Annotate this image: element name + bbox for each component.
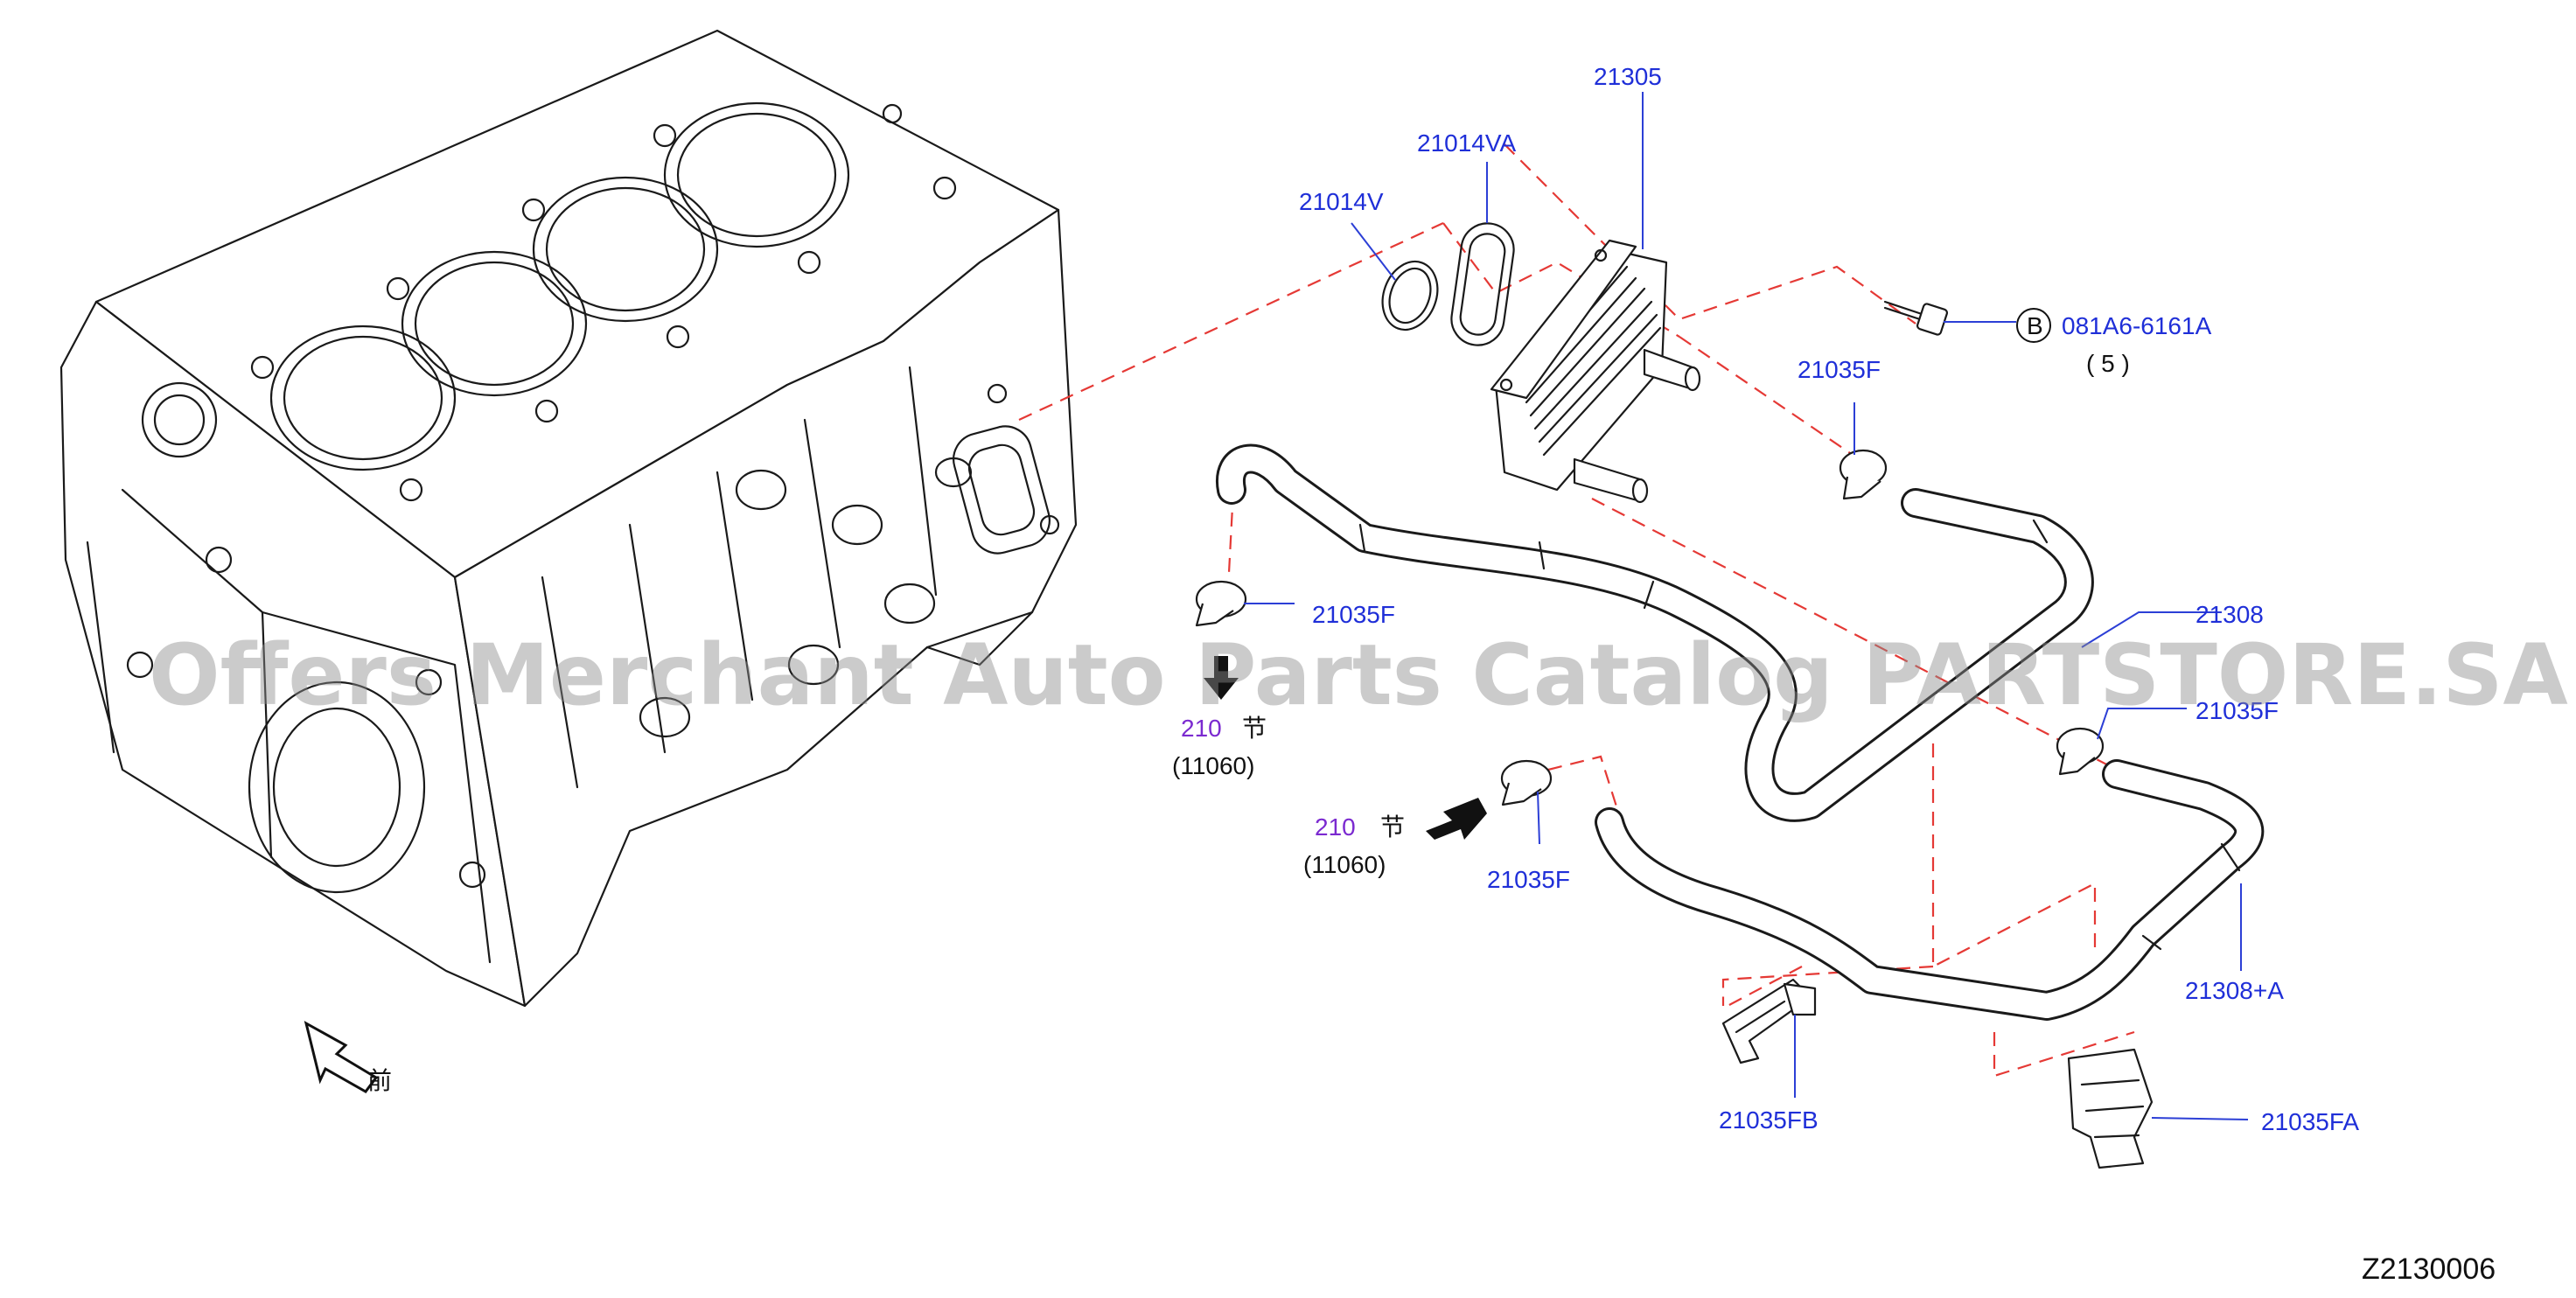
bolt-drawing: [1883, 300, 1949, 336]
front-label: 前: [367, 1067, 392, 1094]
callout-leaders: [1244, 92, 2249, 1120]
ref1-number: 210: [1181, 715, 1222, 742]
o-ring-21014v-drawing: [1381, 260, 1439, 331]
ref2-code: (11060): [1303, 851, 1386, 878]
label-21014va: 21014VA: [1417, 129, 1516, 157]
clip-21035fb-drawing: [1721, 978, 1817, 1064]
o-ring-21014va-drawing: [1450, 222, 1515, 346]
bolt-ref-circle: [2016, 308, 2051, 343]
label-bolt-code: 081A6-6161A: [2062, 312, 2212, 339]
label-21305: 21305: [1594, 63, 1662, 90]
label-bolt-qty: ( 5 ): [2086, 350, 2130, 377]
ref1-code: (11060): [1172, 752, 1254, 779]
clip-21035fa-drawing: [2067, 1048, 2154, 1169]
label-21035fb: 21035FB: [1719, 1106, 1819, 1134]
ref2-number: 210: [1315, 813, 1356, 841]
engine-block-drawing: [59, 29, 1078, 1008]
clamp-21035f-top-drawing: [1839, 449, 1888, 500]
clamp-21035f-bottom-drawing: [1500, 759, 1553, 806]
label-21035fa: 21035FA: [2261, 1108, 2359, 1135]
ref2-char: 节: [1380, 813, 1405, 841]
front-direction-arrow-icon: [304, 1021, 379, 1093]
label-21035f-left: 21035F: [1312, 601, 1395, 628]
label-21035f-right: 21035F: [2196, 697, 2279, 724]
clamp-21035f-right-drawing: [2056, 727, 2105, 776]
label-21308a: 21308+A: [2185, 977, 2284, 1004]
label-21308: 21308: [2196, 601, 2264, 628]
label-21035f-top: 21035F: [1798, 356, 1881, 383]
oil-cooler-21305-drawing: [1490, 239, 1701, 504]
label-21014v: 21014V: [1299, 188, 1384, 215]
ref1-char: 节: [1242, 715, 1267, 742]
left-arrow-icon: [1426, 798, 1487, 840]
bolt-ref-letter: B: [2027, 312, 2043, 339]
clamp-21035f-left-drawing: [1195, 580, 1247, 627]
watermark-text: Offers Merchant Auto Parts Catalog PARTS…: [149, 626, 2568, 724]
hose-21308-drawing: [1216, 443, 2094, 822]
label-21035f-bottom: 21035F: [1487, 866, 1570, 893]
hose-21308a-drawing: [1595, 759, 2265, 1021]
diagram-code: Z2130006: [2362, 1253, 2496, 1286]
down-arrow-icon: [1204, 656, 1239, 700]
